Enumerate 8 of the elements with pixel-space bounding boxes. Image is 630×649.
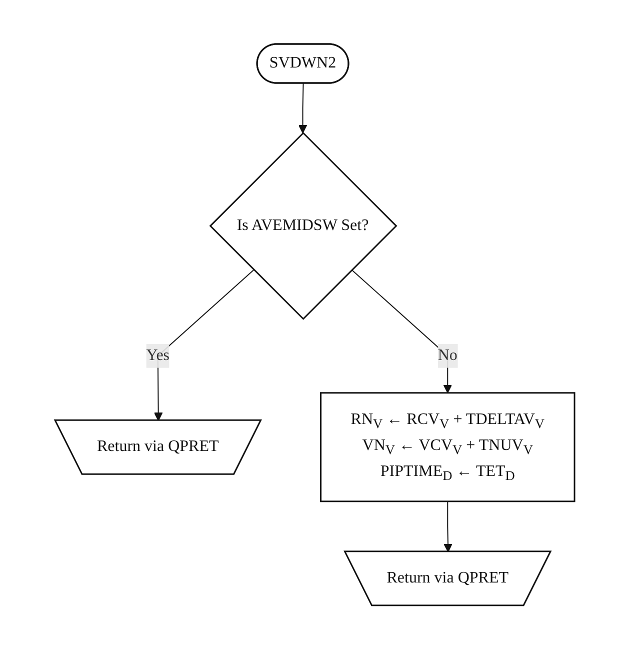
node-diamond: Is AVEMIDSW Set? [210,132,398,320]
edge-label: Yes [146,346,170,364]
arrow [444,500,453,552]
node-box: RN$_{V}$ ← RCV$_{V}$ + TDELTAV$_{V}$ VN$_{V}$ ← VCV$_{V}$ + TNUV$_{V}$ PIPTIME$_{D}$ ← TET$_{D}$ [320,392,576,502]
arrow [298,82,308,134]
arrow [352,269,452,394]
arrow [154,269,254,421]
edge-label: No [438,346,458,364]
